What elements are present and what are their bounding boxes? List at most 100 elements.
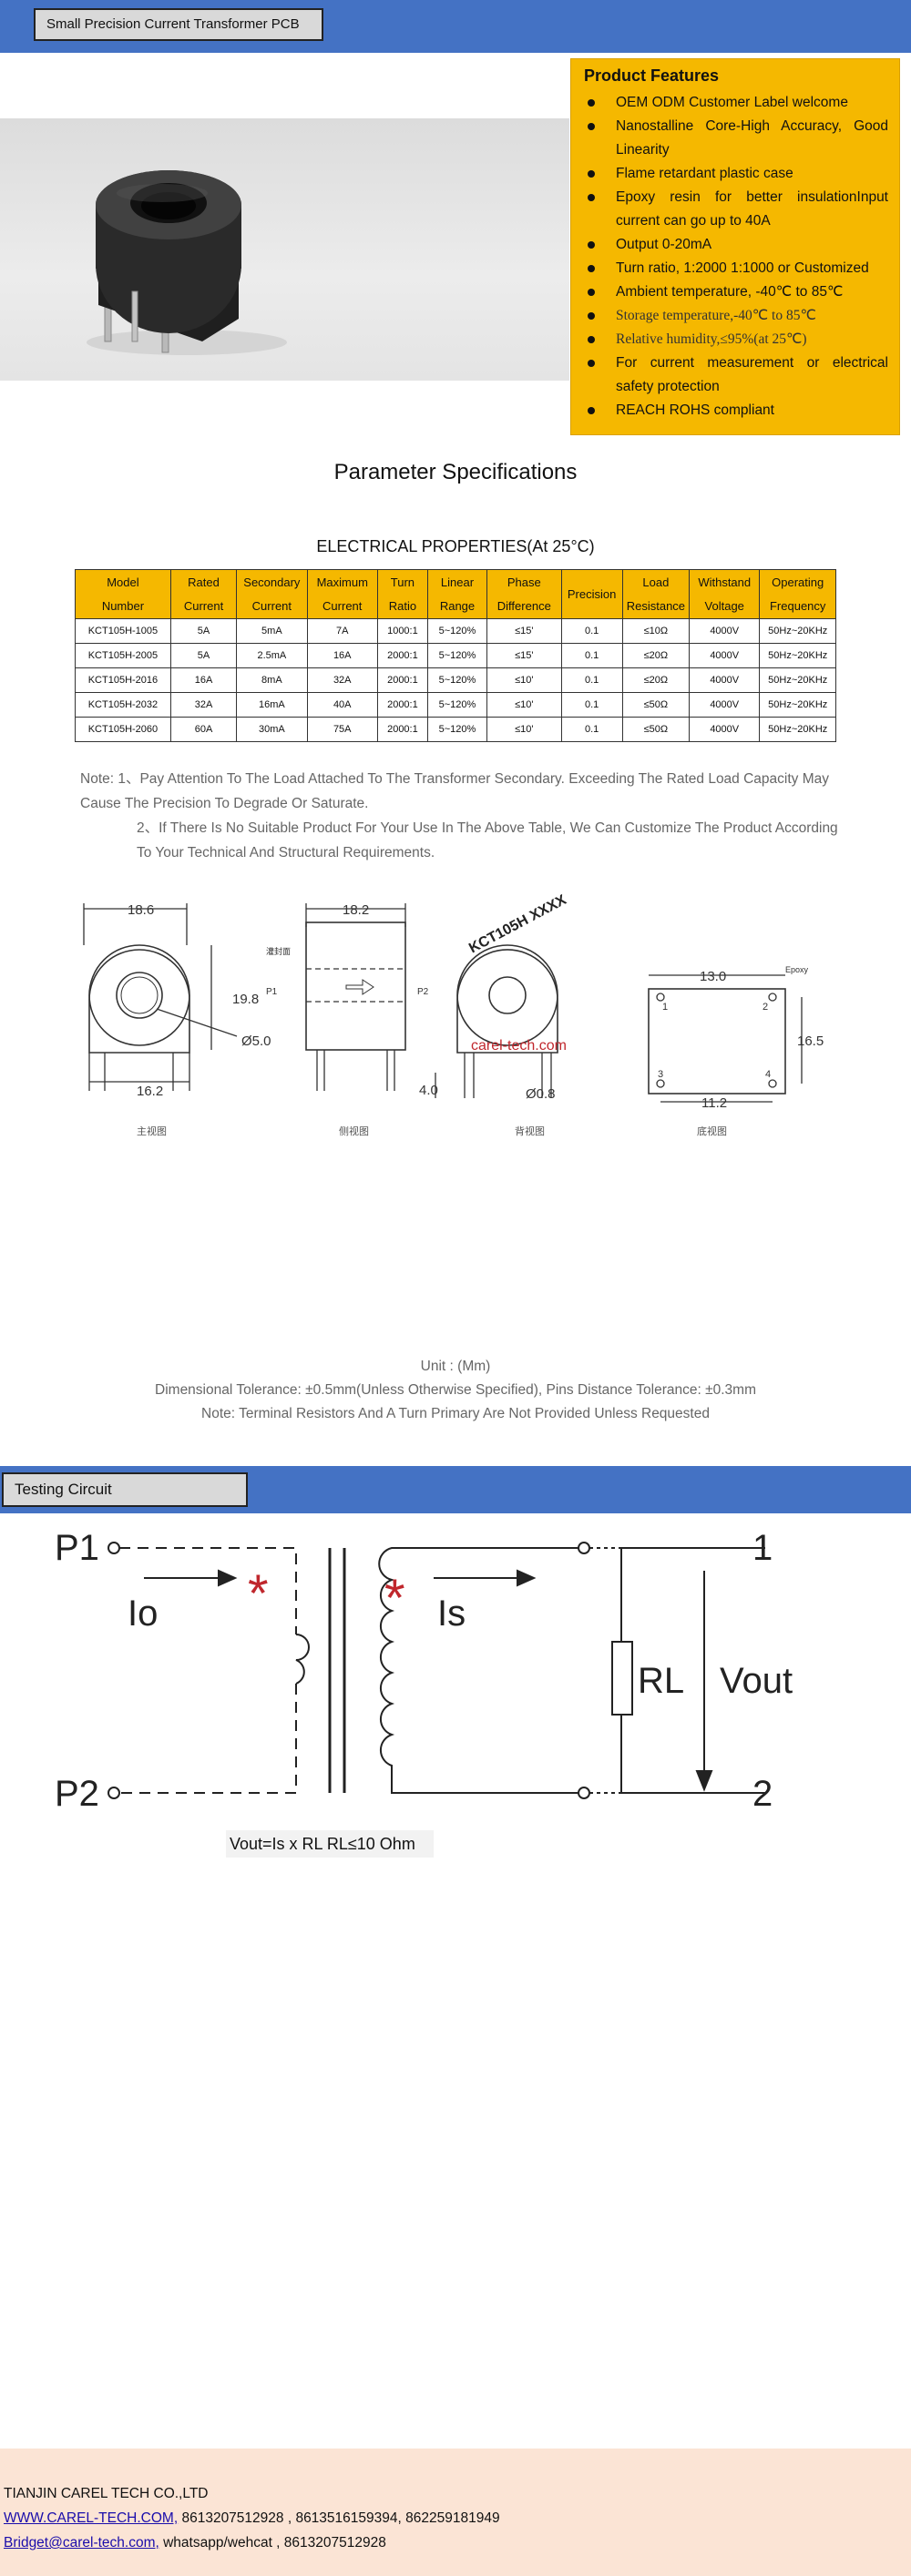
- feature-item: OEM ODM Customer Label welcome: [584, 91, 888, 115]
- side-width-label: 18.2: [343, 902, 369, 918]
- bottom-width-label: 13.0: [700, 969, 726, 984]
- table-cell: 50Hz~20KHz: [759, 643, 836, 668]
- table-cell: 2000:1: [376, 717, 428, 742]
- bottom-caption: 底视图: [697, 1125, 727, 1137]
- unit-label: Unit : (Mm): [420, 1359, 491, 1374]
- vout-label: Vout: [720, 1661, 793, 1701]
- testing-circuit-title: Testing Circuit: [2, 1472, 248, 1507]
- table-cell: 0.1: [560, 643, 623, 668]
- table-cell: KCT105H-2060: [75, 717, 171, 742]
- table-cell: 16A: [306, 643, 378, 668]
- company-name: TIANJIN CAREL TECH CO.,LTD: [4, 2486, 209, 2501]
- table-cell: ≤10': [486, 717, 562, 742]
- table-cell: 2000:1: [376, 667, 428, 693]
- p2-label: P2: [55, 1774, 99, 1814]
- table-cell: 50Hz~20KHz: [759, 618, 836, 644]
- table-cell: 40A: [306, 692, 378, 718]
- side-p1-label: P1: [266, 987, 278, 997]
- table-cell: 30mA: [236, 717, 308, 742]
- feature-item: For current measurement or electrical sa…: [584, 351, 888, 399]
- table-cell: ≤20Ω: [621, 643, 691, 668]
- page-title: Small Precision Current Transformer PCB: [34, 8, 323, 41]
- dimension-notes: Unit : (Mm) Dimensional Tolerance: ±0.5m…: [0, 1355, 911, 1426]
- table-row: KCT105H-1005 5A 5mA 7A 1000:1 5~120% ≤15…: [75, 618, 836, 644]
- table-cell: ≤10': [486, 667, 562, 693]
- back-view: KCT105H XXXX carel-tech.com 4.0 Ø0.8 背视图: [419, 892, 569, 1137]
- testing-circuit-diagram: P1 P2 Io * * Is RL Vout 1 2: [55, 1528, 793, 1814]
- table-cell: KCT105H-2016: [75, 667, 171, 693]
- table-cell: 32A: [169, 692, 238, 718]
- is-label: Is: [437, 1593, 466, 1634]
- side-view: 18.2 P1 P2 灌封面 侧视图: [266, 902, 429, 1137]
- bottom-epoxy-label: Epoxy: [785, 965, 809, 974]
- table-cell: 0.1: [560, 667, 623, 693]
- feature-item: Flame retardant plastic case: [584, 162, 888, 186]
- table-cell: ≤50Ω: [621, 692, 691, 718]
- table-cell: 5~120%: [426, 667, 488, 693]
- table-cell: 50Hz~20KHz: [759, 717, 836, 742]
- terminal-note: Note: Terminal Resistors And A Turn Prim…: [201, 1406, 710, 1421]
- table-cell: 4000V: [689, 643, 761, 668]
- secondary-polarity-star: *: [384, 1569, 405, 1628]
- front-height-label: 19.8: [232, 992, 259, 1007]
- table-cell: 5mA: [236, 618, 308, 644]
- back-caption: 背视图: [515, 1125, 545, 1137]
- table-cell: 60A: [169, 717, 238, 742]
- bottom-pin4: 4: [765, 1069, 771, 1080]
- bottom-pin1: 1: [662, 1002, 668, 1013]
- side-top-label: 灌封面: [266, 946, 291, 956]
- table-cell: 0.1: [560, 692, 623, 718]
- email-link[interactable]: Bridget@carel-tech.com,: [4, 2535, 159, 2551]
- feature-item: Ambient temperature, -40℃ to 85℃: [584, 280, 888, 304]
- primary-polarity-star: *: [248, 1564, 269, 1624]
- product-photo: [0, 118, 569, 381]
- table-cell: 2000:1: [376, 692, 428, 718]
- feature-item: REACH ROHS compliant: [584, 399, 888, 423]
- table-cell: KCT105H-1005: [75, 618, 171, 644]
- table-cell: KCT105H-2005: [75, 643, 171, 668]
- table-cell: ≤15': [486, 643, 562, 668]
- table-cell: 32A: [306, 667, 378, 693]
- feature-item: Nanostalline Core-High Accuracy, Good Li…: [584, 115, 888, 162]
- front-hole-label: Ø5.0: [241, 1033, 271, 1049]
- io-label: Io: [128, 1593, 158, 1634]
- table-cell: ≤50Ω: [621, 717, 691, 742]
- table-cell: ≤10': [486, 692, 562, 718]
- bottom-view: 13.0 Epoxy 1 2 3 4 16.5 11.2 底视图: [648, 965, 824, 1137]
- table-cell: ≤10Ω: [621, 618, 691, 644]
- table-cell: 5~120%: [426, 618, 488, 644]
- table-cell: 16A: [169, 667, 238, 693]
- table-row: KCT105H-2016 16A 8mA 32A 2000:1 5~120% ≤…: [75, 667, 836, 693]
- table-cell: 4000V: [689, 618, 761, 644]
- table-cell: 50Hz~20KHz: [759, 667, 836, 693]
- table-row: KCT105H-2060 60A 30mA 75A 2000:1 5~120% …: [75, 717, 836, 742]
- feature-item: Relative humidity,≤95%(at 25℃): [584, 328, 888, 351]
- back-pin-length: 4.0: [419, 1083, 438, 1098]
- note-2: 2、If There Is No Suitable Product For Yo…: [137, 820, 838, 860]
- terminal-2-label: 2: [752, 1774, 773, 1814]
- feature-item: Storage temperature,-40℃ to 85℃: [584, 304, 888, 328]
- notes: Note: 1、Pay Attention To The Load Attach…: [80, 767, 845, 865]
- footer: TIANJIN CAREL TECH CO.,LTD WWW.CAREL-TEC…: [0, 2449, 911, 2576]
- table-cell: 4000V: [689, 717, 761, 742]
- feature-item: Output 0-20mA: [584, 233, 888, 257]
- parameter-specifications-heading: Parameter Specifications: [333, 460, 578, 484]
- table-cell: 5~120%: [426, 643, 488, 668]
- website-link[interactable]: WWW.CAREL-TECH.COM,: [4, 2510, 179, 2526]
- table-cell: 1000:1: [376, 618, 428, 644]
- table-cell: 8mA: [236, 667, 308, 693]
- table-cell: 5A: [169, 643, 238, 668]
- front-view: 18.6 19.8 Ø5.0 16.2 主视图: [83, 902, 271, 1137]
- table-cell: 75A: [306, 717, 378, 742]
- front-caption: 主视图: [137, 1125, 167, 1137]
- bottom-pin2: 2: [763, 1002, 768, 1013]
- table-caption: ELECTRICAL PROPERTIES(At 25°C): [316, 537, 595, 555]
